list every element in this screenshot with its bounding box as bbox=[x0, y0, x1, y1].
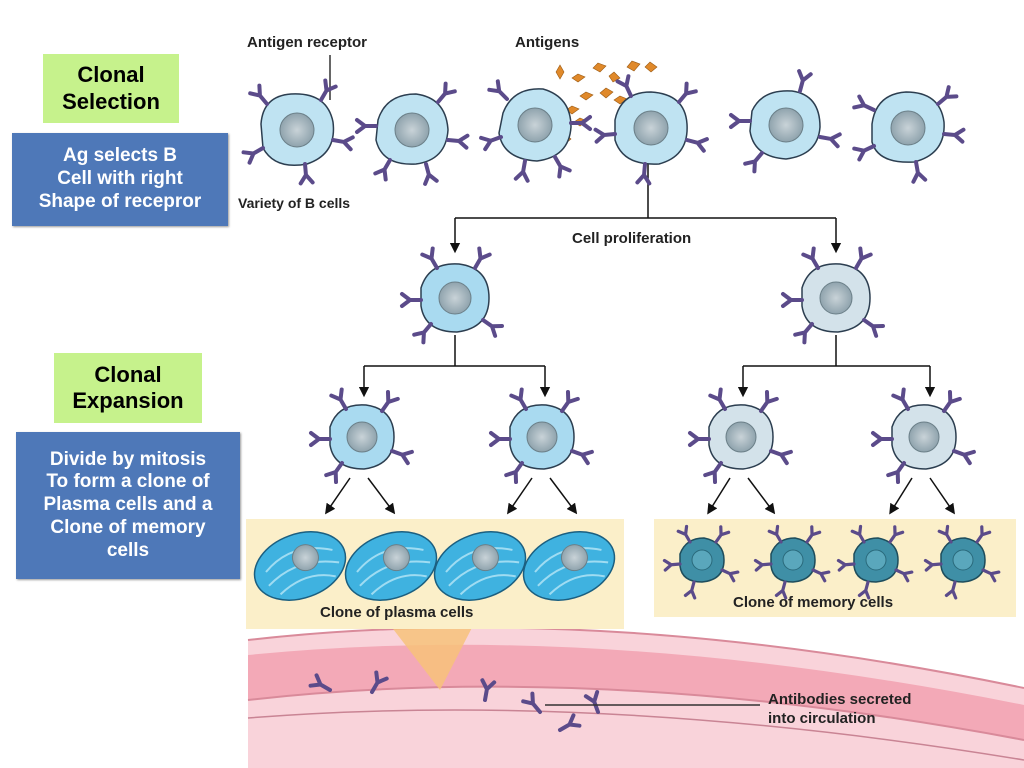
memory-cell bbox=[923, 524, 1001, 600]
memory-cell bbox=[753, 524, 831, 600]
plasma-lineage-cell bbox=[489, 387, 594, 485]
b-cell-row bbox=[241, 69, 966, 186]
memory-cell bbox=[662, 524, 740, 600]
plasma-cell bbox=[433, 531, 527, 601]
b-cell bbox=[355, 81, 470, 186]
memory-cells bbox=[662, 524, 1001, 600]
memory-cell bbox=[836, 524, 914, 600]
b-cell bbox=[852, 85, 966, 184]
memory-precursor-cell bbox=[781, 246, 886, 345]
memory-lineage-cell bbox=[688, 387, 793, 485]
memory-lineage-cell bbox=[871, 387, 976, 485]
b-cell-selected bbox=[593, 74, 709, 186]
antibodies-label-line1: Antibodies secreted bbox=[768, 691, 911, 708]
b-cell bbox=[479, 81, 592, 183]
proliferating-cells bbox=[400, 246, 886, 345]
proliferation-arrows bbox=[325, 160, 955, 515]
plasma-lineage-cell bbox=[309, 387, 414, 485]
clonal-selection-label: Clonal Selection bbox=[43, 54, 179, 123]
expanding-cells bbox=[309, 387, 976, 485]
expansion-description: Divide by mitosis To form a clone of Pla… bbox=[16, 432, 240, 579]
proliferation-label: Cell proliferation bbox=[572, 230, 691, 247]
b-cell bbox=[241, 78, 355, 186]
plasma-cell bbox=[253, 531, 347, 601]
variety-label: Variety of B cells bbox=[238, 195, 350, 211]
plasma-cells bbox=[253, 531, 616, 601]
clonal-expansion-label: Clonal Expansion bbox=[54, 353, 202, 423]
memory-clone-label: Clone of memory cells bbox=[733, 594, 893, 611]
blood-vessel bbox=[247, 612, 1024, 768]
antigen-receptor-label: Antigen receptor bbox=[247, 34, 367, 51]
selection-description: Ag selects B Cell with right Shape of re… bbox=[12, 133, 228, 226]
plasma-cell bbox=[344, 531, 438, 601]
b-cell bbox=[729, 69, 842, 174]
antigens-label: Antigens bbox=[515, 34, 579, 51]
plasma-clone-label: Clone of plasma cells bbox=[320, 604, 473, 621]
plasma-cell bbox=[522, 531, 616, 601]
antibodies-label-line2: into circulation bbox=[768, 710, 876, 727]
plasma-precursor-cell bbox=[400, 246, 505, 345]
